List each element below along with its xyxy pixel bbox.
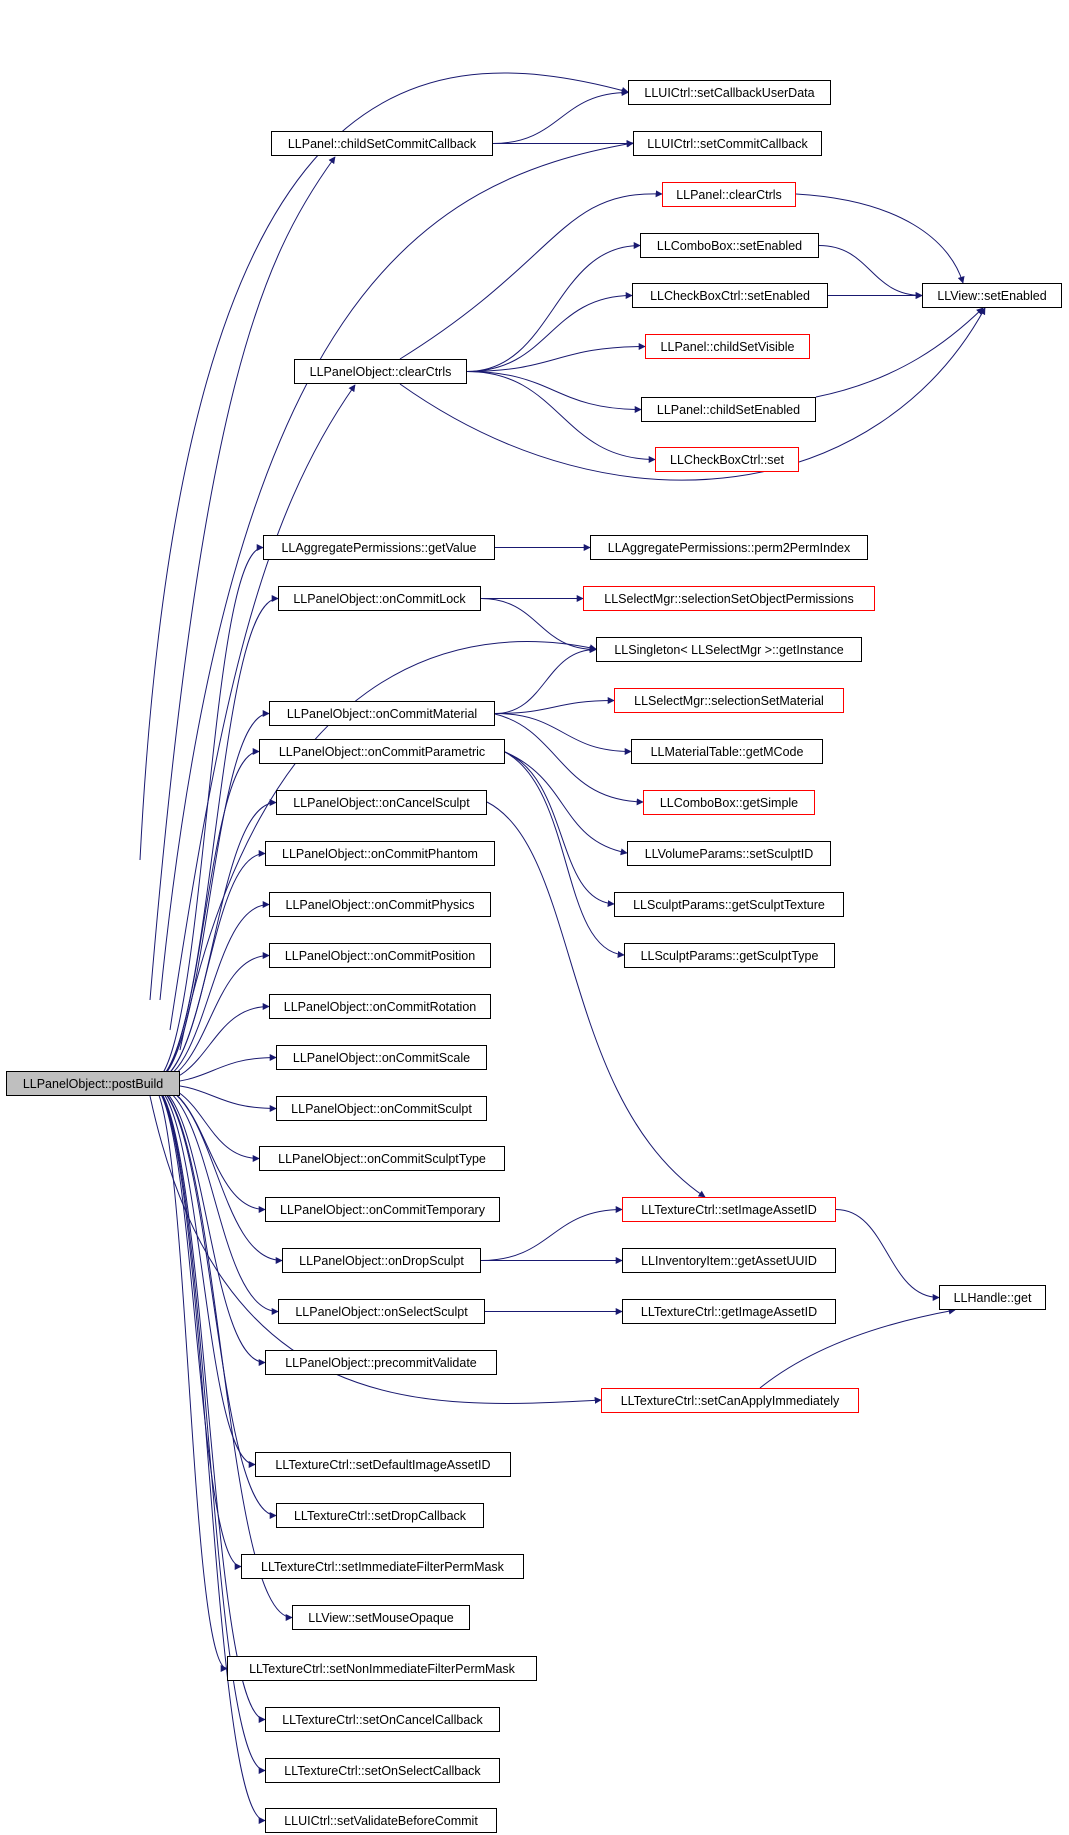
node-onSelectSculpt[interactable]: LLPanelObject::onSelectSculpt: [278, 1299, 485, 1324]
edge-root-to-setDefaultImageAssetID: [149, 1083, 256, 1468]
edge-root-to-setOnSelectCallback: [149, 1083, 266, 1774]
edge-setCanApplyImmediately-to-handleGet: [759, 1307, 956, 1389]
edge-poClearCtrls-to-checkSet: [466, 371, 656, 463]
edge-childSetCommitCallback-to-setCallbackUserData: [492, 89, 629, 144]
node-getMCode[interactable]: LLMaterialTable::getMCode: [631, 739, 823, 764]
node-onCommitSculpt[interactable]: LLPanelObject::onCommitSculpt: [276, 1096, 487, 1121]
node-onCommitLock[interactable]: LLPanelObject::onCommitLock: [278, 586, 481, 611]
node-setCommitCallback[interactable]: LLUICtrl::setCommitCallback: [633, 131, 822, 156]
node-setImageAssetID[interactable]: LLTextureCtrl::setImageAssetID: [622, 1197, 836, 1222]
node-setValidateBeforeCommit[interactable]: LLUICtrl::setValidateBeforeCommit: [265, 1808, 497, 1833]
node-onDropSculpt[interactable]: LLPanelObject::onDropSculpt: [282, 1248, 481, 1273]
edge-root-to-onCommitParametric: [149, 748, 260, 1084]
edge-onCancelSculpt-to-setImageAssetID: [486, 801, 706, 1198]
node-precommitValidate[interactable]: LLPanelObject::precommitValidate: [265, 1350, 497, 1375]
edge-poClearCtrls-to-childSetEnabled: [466, 371, 642, 413]
edge-root-to-setImmediateFilterPermMask: [149, 1083, 242, 1570]
node-onCommitParametric[interactable]: LLPanelObject::onCommitParametric: [259, 739, 505, 764]
node-onCommitTemporary[interactable]: LLPanelObject::onCommitTemporary: [265, 1197, 500, 1222]
edge-root-to-setOnCancelCallback: [149, 1083, 266, 1723]
node-root[interactable]: LLPanelObject::postBuild: [6, 1071, 180, 1096]
edge-root-to-precommitValidate: [149, 1083, 266, 1366]
edge-onCommitParametric-to-getSculptType: [504, 751, 625, 958]
node-comboSetEnabled[interactable]: LLComboBox::setEnabled: [640, 233, 819, 258]
edge-onCommitMaterial-to-getMCode: [494, 713, 632, 755]
edge-poClearCtrls-to-checkSetEnabled: [466, 292, 633, 372]
edge-poClearCtrls-to-viewSetEnabled: [399, 307, 986, 481]
node-onCommitPosition[interactable]: LLPanelObject::onCommitPosition: [269, 943, 491, 968]
node-getSculptTexture[interactable]: LLSculptParams::getSculptTexture: [614, 892, 844, 917]
edge-onCommitMaterial-to-getSimple: [494, 713, 644, 806]
node-checkSetEnabled[interactable]: LLCheckBoxCtrl::setEnabled: [632, 283, 828, 308]
edge-onCommitParametric-to-setSculptID: [504, 751, 628, 856]
node-viewSetEnabled[interactable]: LLView::setEnabled: [922, 283, 1062, 308]
edge-onCommitLock-to-getInstance: [480, 598, 597, 653]
node-setSculptID[interactable]: LLVolumeParams::setSculptID: [627, 841, 831, 866]
node-panelClearCtrls[interactable]: LLPanel::clearCtrls: [662, 182, 796, 207]
edge-root-to-onCommitTemporary: [149, 1083, 266, 1213]
node-getSimple[interactable]: LLComboBox::getSimple: [643, 790, 815, 815]
node-setMouseOpaque[interactable]: LLView::setMouseOpaque: [292, 1605, 470, 1630]
edge-root-to-onDropSculpt: [149, 1083, 283, 1264]
edge-root-to-setCallbackUserData: [139, 72, 629, 861]
node-childSetCommitCallback[interactable]: LLPanel::childSetCommitCallback: [271, 131, 493, 156]
node-onCommitRotation[interactable]: LLPanelObject::onCommitRotation: [269, 994, 491, 1019]
edge-root-to-setCommitCallback: [159, 140, 634, 1001]
node-setNonImmediateFilterPermMask[interactable]: LLTextureCtrl::setNonImmediateFilterPerm…: [227, 1656, 537, 1681]
node-handleGet[interactable]: LLHandle::get: [939, 1285, 1046, 1310]
node-getImageAssetID[interactable]: LLTextureCtrl::getImageAssetID: [622, 1299, 836, 1324]
edge-onCommitParametric-to-getSculptTexture: [504, 751, 615, 908]
node-onCancelSculpt[interactable]: LLPanelObject::onCancelSculpt: [276, 790, 487, 815]
node-perm2PermIndex[interactable]: LLAggregatePermissions::perm2PermIndex: [590, 535, 868, 560]
edge-root-to-setMouseOpaque: [149, 1083, 293, 1621]
edge-root-to-setValidateBeforeCommit: [149, 1083, 266, 1824]
node-setCanApplyImmediately[interactable]: LLTextureCtrl::setCanApplyImmediately: [601, 1388, 859, 1413]
edge-onCommitMaterial-to-selSetMaterial: [494, 697, 615, 714]
node-checkSet[interactable]: LLCheckBoxCtrl::set: [655, 447, 799, 472]
node-onCommitScale[interactable]: LLPanelObject::onCommitScale: [276, 1045, 487, 1070]
node-childSetEnabled[interactable]: LLPanel::childSetEnabled: [641, 397, 816, 422]
node-getSculptType[interactable]: LLSculptParams::getSculptType: [624, 943, 835, 968]
edge-root-to-childSetCommitCallback: [149, 156, 336, 1001]
edge-root-to-getValue: [149, 544, 264, 1084]
edge-comboSetEnabled-to-viewSetEnabled: [818, 245, 923, 299]
edge-onCommitMaterial-to-getInstance: [494, 646, 597, 714]
edge-root-to-onCommitPosition: [149, 952, 270, 1084]
node-getAssetUUID[interactable]: LLInventoryItem::getAssetUUID: [622, 1248, 836, 1273]
node-setCallbackUserData[interactable]: LLUICtrl::setCallbackUserData: [628, 80, 831, 105]
node-setOnSelectCallback[interactable]: LLTextureCtrl::setOnSelectCallback: [265, 1758, 500, 1783]
node-setDropCallback[interactable]: LLTextureCtrl::setDropCallback: [276, 1503, 484, 1528]
edge-poClearCtrls-to-comboSetEnabled: [466, 242, 641, 372]
node-selSetObjPerms[interactable]: LLSelectMgr::selectionSetObjectPermissio…: [583, 586, 875, 611]
node-setImmediateFilterPermMask[interactable]: LLTextureCtrl::setImmediateFilterPermMas…: [241, 1554, 524, 1579]
edge-poClearCtrls-to-panelClearCtrls: [399, 190, 663, 360]
node-childSetVisible[interactable]: LLPanel::childSetVisible: [645, 334, 810, 359]
edge-setImageAssetID-to-handleGet: [835, 1209, 940, 1301]
edge-onDropSculpt-to-setImageAssetID: [480, 1206, 623, 1261]
edge-root-to-onCancelSculpt: [149, 799, 277, 1084]
node-setOnCancelCallback[interactable]: LLTextureCtrl::setOnCancelCallback: [265, 1707, 500, 1732]
node-setDefaultImageAssetID[interactable]: LLTextureCtrl::setDefaultImageAssetID: [255, 1452, 511, 1477]
edge-panelClearCtrls-to-viewSetEnabled: [795, 193, 965, 284]
node-onCommitPhantom[interactable]: LLPanelObject::onCommitPhantom: [265, 841, 495, 866]
node-onCommitSculptType[interactable]: LLPanelObject::onCommitSculptType: [259, 1146, 505, 1171]
edge-root-to-setNonImmediateFilterPermMask: [149, 1083, 228, 1672]
edge-root-to-setDropCallback: [149, 1083, 277, 1519]
node-onCommitPhysics[interactable]: LLPanelObject::onCommitPhysics: [269, 892, 491, 917]
node-poClearCtrls[interactable]: LLPanelObject::clearCtrls: [294, 359, 467, 384]
node-onCommitMaterial[interactable]: LLPanelObject::onCommitMaterial: [269, 701, 495, 726]
edge-childSetEnabled-to-viewSetEnabled: [815, 307, 984, 398]
edge-root-to-poClearCtrls: [169, 384, 356, 1031]
edge-poClearCtrls-to-childSetVisible: [466, 343, 646, 372]
node-selSetMaterial[interactable]: LLSelectMgr::selectionSetMaterial: [614, 688, 844, 713]
node-getValue[interactable]: LLAggregatePermissions::getValue: [263, 535, 495, 560]
node-getInstance[interactable]: LLSingleton< LLSelectMgr >::getInstance: [596, 637, 862, 662]
edge-root-to-onCommitMaterial: [149, 710, 270, 1084]
edge-root-to-getInstance: [179, 641, 597, 1051]
